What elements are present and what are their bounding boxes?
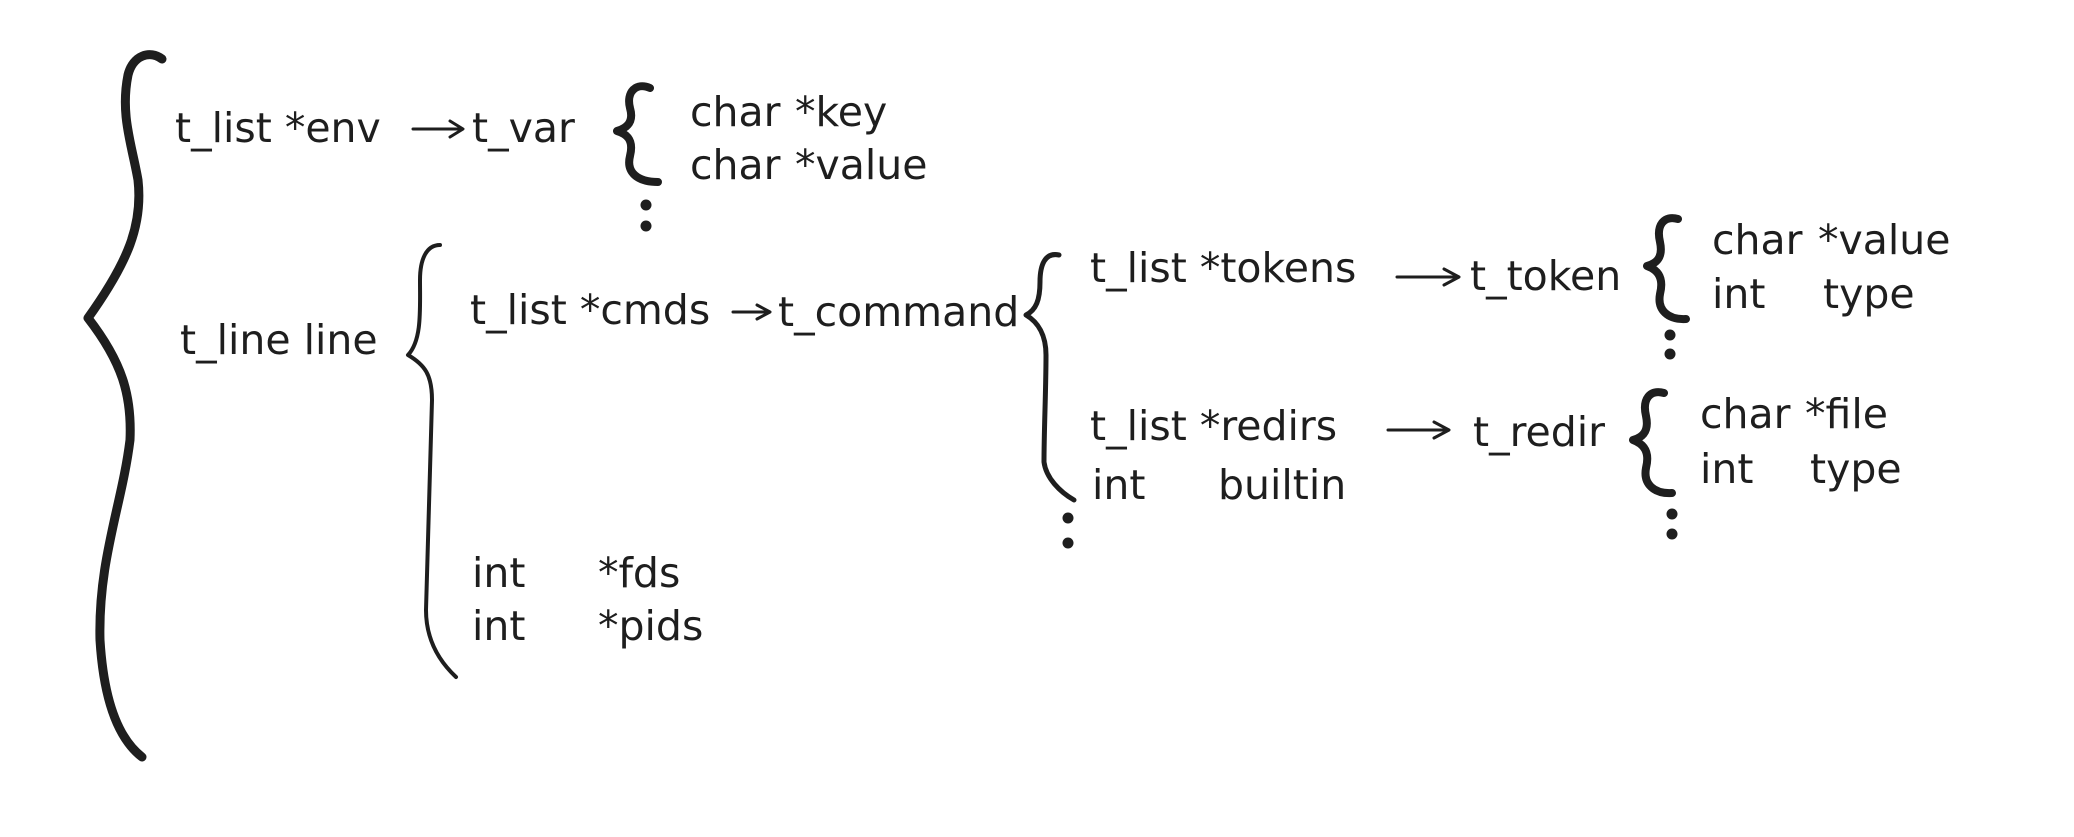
line-field-label: t_line line (180, 316, 378, 364)
t-redir-type-type: int (1700, 445, 1754, 493)
t-redir-more-dots (1666, 508, 1678, 540)
t-redir-type-name: type (1810, 445, 1902, 493)
tokens-field-label: t_list *tokens (1090, 244, 1357, 292)
env-field-label: t_list *env (175, 104, 381, 152)
arrow-env-to-t-var (411, 119, 465, 139)
t-redir-brace (1629, 388, 1676, 498)
t-var-value-name: *value (795, 141, 928, 189)
t-var-value-type: char (690, 141, 781, 189)
t-command-more-dots (1062, 512, 1074, 549)
pids-type: int (472, 602, 526, 650)
root-brace (83, 50, 167, 762)
arrow-cmds-to-t-command (731, 303, 772, 321)
pids-name: *pids (598, 602, 704, 650)
t-token-brace (1643, 214, 1690, 324)
t-var-type-label: t_var (472, 104, 575, 152)
fds-name: *fds (598, 549, 681, 597)
t-var-more-dots (640, 199, 652, 232)
t-token-value-type: char (1712, 216, 1803, 264)
redirs-field-label: t_list *redirs (1090, 402, 1338, 450)
t-token-type-label: t_token (1470, 252, 1622, 300)
t-redir-file-type: char (1700, 390, 1791, 438)
builtin-type: int (1092, 461, 1146, 509)
builtin-name: builtin (1218, 461, 1347, 509)
t-token-more-dots (1664, 329, 1676, 360)
cmds-field-label: t_list *cmds (470, 286, 711, 334)
t-var-key-type: char (690, 88, 781, 136)
t-command-type-label: t_command (778, 288, 1020, 336)
t-line-brace (406, 243, 458, 679)
t-command-brace (1023, 252, 1077, 503)
t-token-type-type: int (1712, 270, 1766, 318)
t-var-key-name: *key (795, 88, 888, 136)
t-redir-type-label: t_redir (1473, 408, 1606, 456)
fds-type: int (472, 549, 526, 597)
t-var-brace (613, 82, 662, 186)
t-token-type-name: type (1823, 270, 1915, 318)
arrow-tokens-to-t-token (1395, 267, 1461, 287)
t-token-value-name: *value (1818, 216, 1951, 264)
arrow-redirs-to-t-redir (1386, 420, 1451, 440)
t-redir-file-name: *file (1805, 390, 1888, 438)
